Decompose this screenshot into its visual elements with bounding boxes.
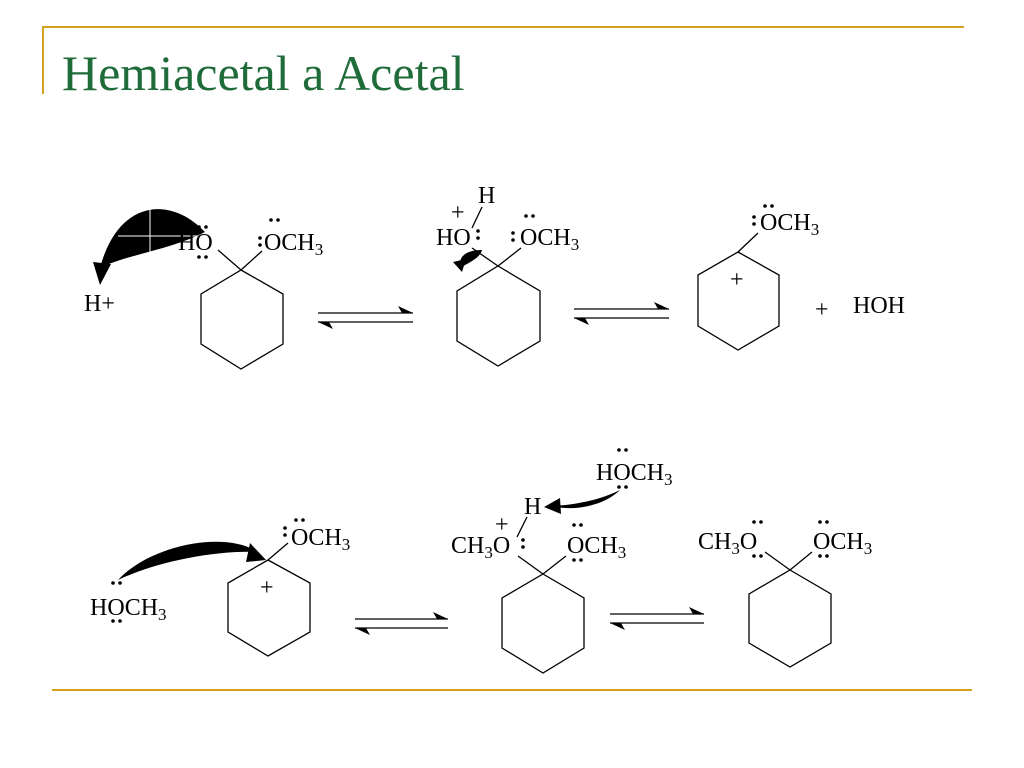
curved-arrow-icon [93,203,205,285]
lone-pair-icon [521,538,525,549]
title-left-rule [42,26,44,94]
curved-arrow-icon [544,490,620,514]
methanol-reagent: HOCH3 [90,595,167,624]
methoxy-group: OCH3 [520,225,579,254]
cyclohexane-ring-icon [456,265,541,367]
cyclohexane-ring-icon [227,559,311,657]
lone-pair-icon [258,218,280,247]
proton-h: H [478,183,495,209]
methoxy-group-left: CH3O [698,529,757,558]
water-product: HOH [853,293,905,319]
methoxy-group: OCH3 [760,210,819,239]
methoxy-group: OCH3 [291,525,350,554]
equilibrium-arrow-icon [610,607,704,630]
plus-sign: + [815,297,829,323]
lone-pair-icon [572,523,583,562]
positive-charge: + [260,575,274,601]
lone-pair-icon [617,448,628,489]
methoxy-group: OCH3 [567,533,626,562]
lone-pair-icon [511,214,535,242]
lone-pair-icon [476,229,480,240]
curved-arrow-icon [459,250,482,268]
proton-h: H [524,494,541,520]
methoxy-group-right: OCH3 [813,529,872,558]
lone-pair-icon [752,204,774,226]
methoxy-oxonium: CH3O [451,533,510,562]
cyclohexane-ring-icon [501,573,585,674]
page-title: Hemiacetal a Acetal [62,45,465,101]
positive-charge: + [730,267,744,293]
oxocarbenium-molecule: + OCH3 [697,204,819,351]
h-plus-label: H+ [84,291,115,317]
oxocarbenium-molecule: + OCH3 [227,518,350,657]
equilibrium-arrow-icon [355,612,448,635]
cyclohexane-ring-icon [697,251,780,351]
ho-group: HO [436,225,471,251]
title-top-rule [42,26,964,28]
lone-pair-icon [752,520,763,558]
ho-group: HO [178,230,213,256]
curved-arrow-icon [118,541,266,580]
cyclohexane-ring-icon [748,569,832,668]
cyclohexane-ring-icon [200,269,284,370]
protonated-hemiacetal-molecule: H + HO OCH3 [436,183,579,367]
lone-pair-icon [818,520,829,558]
methanol-base: HOCH3 [596,460,673,489]
protonated-acetal-molecule: H + CH3O OCH3 [451,494,626,674]
hemiacetal-molecule: HO OCH3 [178,218,323,370]
equilibrium-arrow-icon [318,306,413,329]
positive-charge: + [451,200,465,226]
lone-pair-icon [197,225,208,259]
equilibrium-arrow-icon [574,302,669,325]
lone-pair-icon [111,581,122,623]
acetal-molecule: CH3O OCH3 [698,520,872,668]
lone-pair-icon [283,518,305,537]
positive-charge: + [495,512,509,538]
footer-rule [52,689,972,691]
methoxy-group: OCH3 [264,230,323,259]
